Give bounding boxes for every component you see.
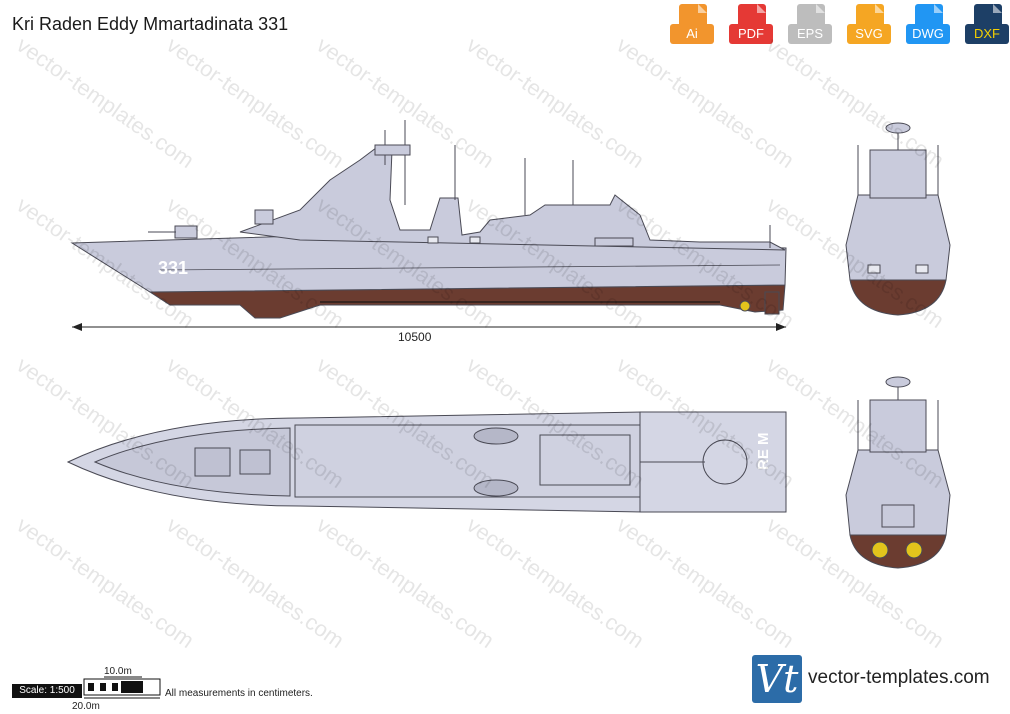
propeller [905,541,923,559]
superstructure-top [294,424,641,498]
page-title: Kri Raden Eddy Mmartadinata 331 [12,14,289,34]
hull-number: 331 [158,258,189,278]
gun-turret [239,449,271,475]
measurement-note: All measurements in centimeters. [165,688,313,699]
brand-logo[interactable]: Vt [752,655,802,703]
brand-name[interactable]: vector-templates.com [808,667,990,688]
svg-format-button[interactable]: SVG [847,4,893,48]
format-buttons: Ai PDF EPS SVG DWG DXF [670,4,1010,48]
front-superstructure [869,149,927,199]
hull [70,235,787,293]
format-label: Ai [670,24,714,44]
vls-cells [194,447,231,477]
hangar-detail [539,434,631,486]
pdf-format-button[interactable]: PDF [729,4,775,48]
top-view: RE M [66,411,787,513]
format-label: PDF [729,24,773,44]
scale-bar [83,676,161,699]
deck-marking: RE M [755,433,772,471]
scale-label: Scale: 1:500 [12,684,82,698]
eps-format-button[interactable]: EPS [788,4,834,48]
dwg-format-button[interactable]: DWG [906,4,952,48]
rhib [473,427,519,445]
rudder [764,291,780,315]
scale-large: 20.0m [72,701,100,712]
front-view [845,122,951,316]
rhib [473,479,519,497]
front-radar [885,122,911,134]
ai-format-button[interactable]: Ai [670,4,716,48]
rear-superstructure [869,399,927,453]
propeller [871,541,889,559]
superstructure [239,144,786,251]
scale-small: 10.0m [104,666,132,677]
length-dimension: 10500 [398,330,432,344]
rear-hull [845,449,951,536]
rear-view [845,376,951,569]
dxf-format-button[interactable]: DXF [965,4,1010,48]
side-view [70,120,787,331]
format-label: DWG [906,24,950,44]
format-label: SVG [847,24,891,44]
main-gun [174,225,198,239]
rear-lower-hull [849,534,947,569]
front-hull [845,194,951,281]
ciws [254,209,274,225]
format-label: EPS [788,24,832,44]
radar [374,144,411,156]
format-label: DXF [965,24,1009,44]
propeller [739,300,751,312]
bow-deck [93,427,291,497]
front-lower-hull [849,279,947,316]
